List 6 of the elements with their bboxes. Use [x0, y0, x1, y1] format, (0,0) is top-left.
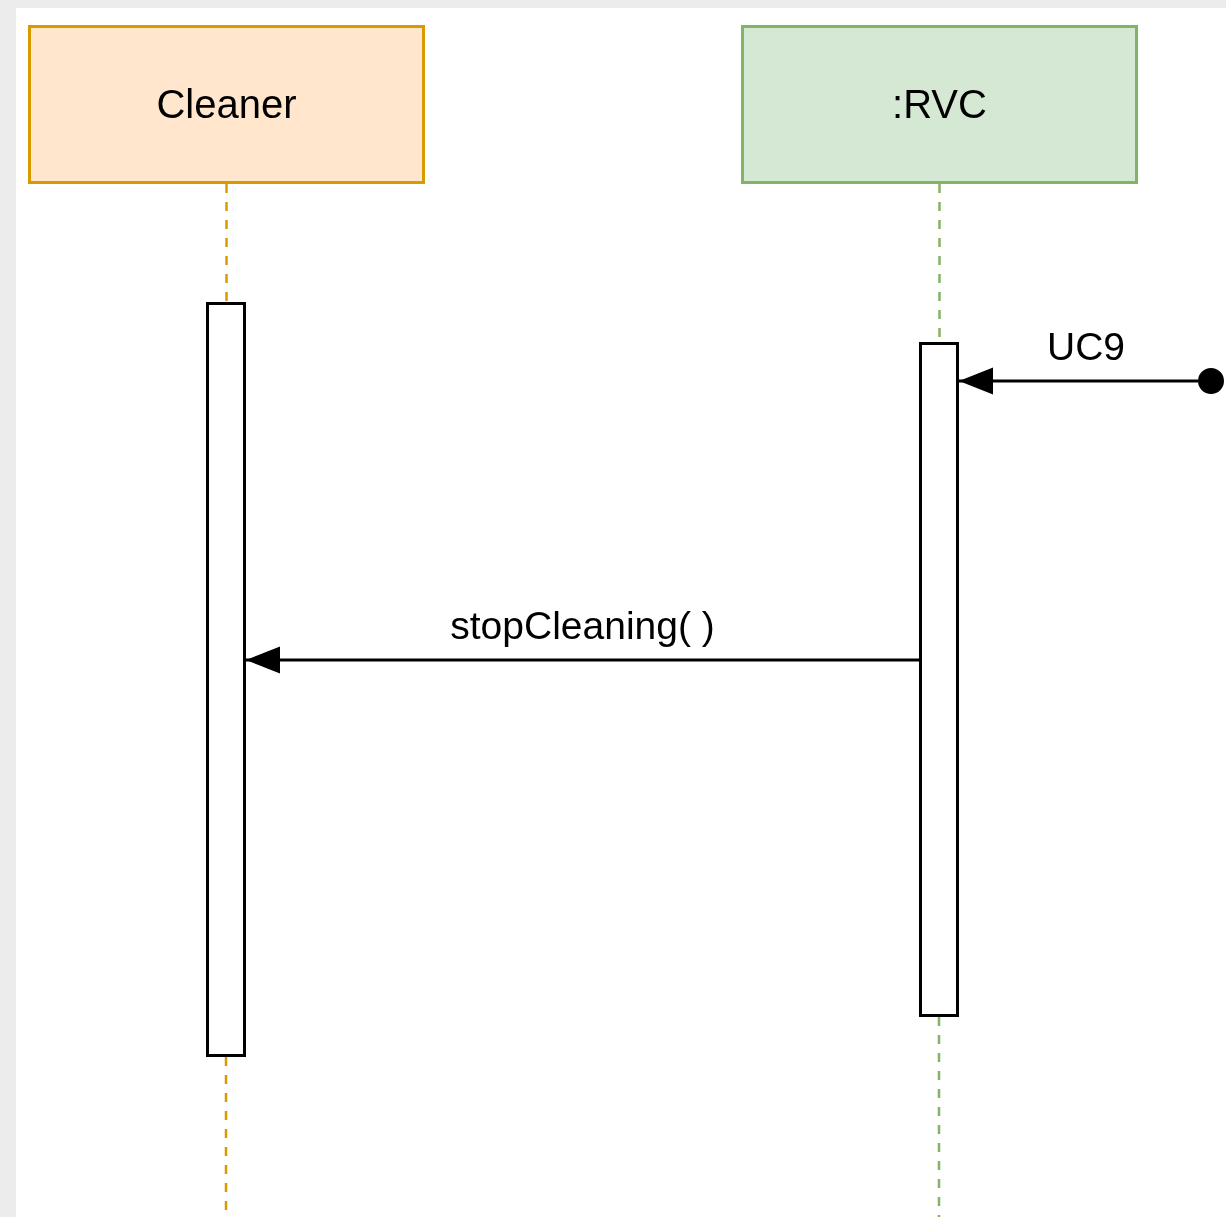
- participant-name: Cleaner: [156, 82, 297, 127]
- participant-name: :RVC: [892, 82, 987, 127]
- activation-bar: [919, 342, 959, 1017]
- lifeline-header: [28, 25, 425, 184]
- activation-bar: [206, 302, 246, 1057]
- lifeline-header: [741, 25, 1138, 184]
